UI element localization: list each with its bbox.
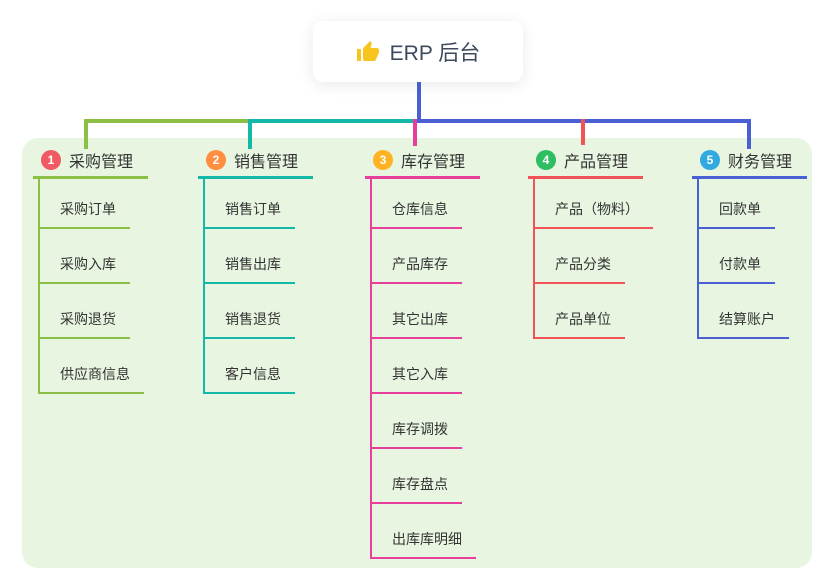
node-customer-info[interactable]: 客户信息 bbox=[205, 339, 295, 394]
node-settlement-account[interactable]: 结算账户 bbox=[699, 284, 789, 339]
connector-branch-2-horizontal bbox=[248, 119, 417, 123]
connector-branch-5-drop bbox=[747, 119, 751, 149]
badge-4: 4 bbox=[536, 150, 556, 170]
branch-title-label: 采购管理 bbox=[69, 154, 134, 171]
node-outbound-detail[interactable]: 出库库明细 bbox=[372, 504, 476, 559]
branch-title-finance-management[interactable]: 5 财务管理 bbox=[692, 148, 807, 179]
node-product-material[interactable]: 产品（物料） bbox=[535, 179, 653, 229]
badge-2: 2 bbox=[206, 150, 226, 170]
node-purchase-inbound[interactable]: 采购入库 bbox=[40, 229, 130, 284]
branch-children: 仓库信息 产品库存 其它出库 其它入库 库存调拨 库存盘点 出库库明细 bbox=[370, 179, 476, 559]
node-product-category[interactable]: 产品分类 bbox=[535, 229, 625, 284]
node-sales-order[interactable]: 销售订单 bbox=[205, 179, 295, 229]
branch-title-sales-management[interactable]: 2 销售管理 bbox=[198, 148, 313, 179]
node-other-outbound[interactable]: 其它出库 bbox=[372, 284, 462, 339]
node-purchase-return[interactable]: 采购退货 bbox=[40, 284, 130, 339]
branch-product-management: 4 产品管理 产品（物料） 产品分类 产品单位 bbox=[528, 148, 653, 339]
branch-title-product-management[interactable]: 4 产品管理 bbox=[528, 148, 643, 179]
node-stock-count[interactable]: 库存盘点 bbox=[372, 449, 462, 504]
connector-branch-2-drop bbox=[248, 119, 252, 149]
branch-children: 产品（物料） 产品分类 产品单位 bbox=[533, 179, 653, 339]
branch-title-inventory-management[interactable]: 3 库存管理 bbox=[365, 148, 480, 179]
branch-title-label: 库存管理 bbox=[401, 154, 466, 171]
thumbs-up-icon bbox=[356, 40, 380, 64]
branch-title-label: 产品管理 bbox=[564, 154, 629, 171]
branch-title-label: 销售管理 bbox=[234, 154, 299, 171]
connector-branch-4-drop bbox=[581, 119, 585, 145]
root-node-erp-backend[interactable]: ERP 后台 bbox=[313, 21, 523, 82]
node-sales-outbound[interactable]: 销售出库 bbox=[205, 229, 295, 284]
branch-sales-management: 2 销售管理 销售订单 销售出库 销售退货 客户信息 bbox=[198, 148, 313, 394]
branch-finance-management: 5 财务管理 回款单 付款单 结算账户 bbox=[692, 148, 807, 339]
node-other-inbound[interactable]: 其它入库 bbox=[372, 339, 462, 394]
branch-title-purchase-management[interactable]: 1 采购管理 bbox=[33, 148, 148, 179]
badge-5: 5 bbox=[700, 150, 720, 170]
node-receipt-order[interactable]: 回款单 bbox=[699, 179, 775, 229]
connector-branch-1-drop bbox=[84, 119, 88, 149]
branch-children: 回款单 付款单 结算账户 bbox=[697, 179, 789, 339]
node-stock-transfer[interactable]: 库存调拨 bbox=[372, 394, 462, 449]
branch-title-label: 财务管理 bbox=[728, 154, 793, 171]
node-product-unit[interactable]: 产品单位 bbox=[535, 284, 625, 339]
connector-branch-1-horizontal bbox=[84, 119, 252, 123]
node-warehouse-info[interactable]: 仓库信息 bbox=[372, 179, 462, 229]
branch-children: 销售订单 销售出库 销售退货 客户信息 bbox=[203, 179, 295, 394]
node-sales-return[interactable]: 销售退货 bbox=[205, 284, 295, 339]
node-payment-order[interactable]: 付款单 bbox=[699, 229, 775, 284]
badge-1: 1 bbox=[41, 150, 61, 170]
connector-branch-3-drop bbox=[413, 119, 417, 146]
badge-3: 3 bbox=[373, 150, 393, 170]
branch-children: 采购订单 采购入库 采购退货 供应商信息 bbox=[38, 179, 144, 394]
root-node-label: ERP 后台 bbox=[389, 41, 481, 65]
connector-root bbox=[417, 82, 421, 123]
node-supplier-info[interactable]: 供应商信息 bbox=[40, 339, 144, 394]
node-product-stock[interactable]: 产品库存 bbox=[372, 229, 462, 284]
mindmap-canvas bbox=[22, 138, 812, 568]
branch-inventory-management: 3 库存管理 仓库信息 产品库存 其它出库 其它入库 库存调拨 库存盘点 出库库… bbox=[365, 148, 480, 559]
branch-purchase-management: 1 采购管理 采购订单 采购入库 采购退货 供应商信息 bbox=[33, 148, 148, 394]
node-purchase-order[interactable]: 采购订单 bbox=[40, 179, 130, 229]
